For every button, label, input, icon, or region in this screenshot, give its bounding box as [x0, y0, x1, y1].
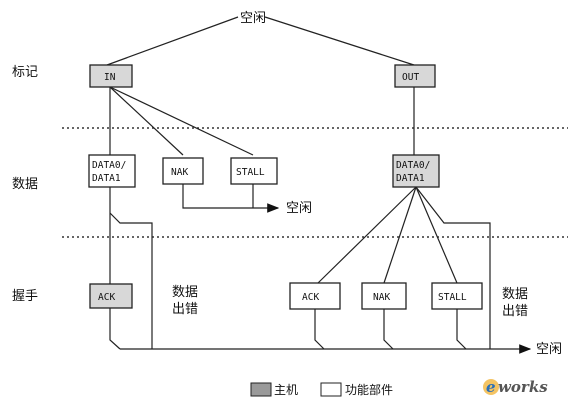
nak-to-idle-arrow [182, 184, 280, 213]
in-ack-box [89, 283, 133, 309]
out-ack-to-bottom-line [314, 309, 325, 350]
idle-to-out-line [264, 16, 415, 66]
in-ack-to-bottom-line [109, 308, 121, 350]
out-data-to-stall-line [415, 186, 458, 284]
data-nak-label: NAK [171, 167, 188, 178]
out-nak-label: NAK [373, 292, 390, 303]
out-data-line1: DATA0/ [396, 160, 430, 171]
stage-token-label: 标记 [12, 65, 38, 80]
in-data-error-line [109, 212, 153, 349]
data-error-right-line2: 出错 [502, 304, 528, 319]
stage-handshake-label: 握手 [12, 289, 38, 304]
out-nak-to-bottom-line [383, 309, 394, 350]
data-idle-label: 空闲 [286, 201, 312, 216]
in-to-nak-line [109, 86, 184, 156]
legend-function-label: 功能部件 [345, 382, 393, 397]
stage-data-label: 数据 [12, 177, 38, 192]
data-nak-box [162, 157, 204, 185]
out-stall-label: STALL [438, 292, 467, 303]
out-stall-to-bottom-line [456, 309, 467, 350]
data-stall-box [230, 157, 278, 185]
in-ack-label: ACK [98, 292, 115, 303]
out-data-packet-box [392, 154, 440, 188]
out-data-to-nak-line [383, 186, 417, 284]
out-data-to-ack-line [317, 186, 417, 284]
e-works-logo-prefix: e [486, 378, 496, 396]
idle-to-in-line [106, 16, 239, 66]
out-data-line2: DATA1 [396, 173, 425, 184]
legend-function-swatch [320, 382, 342, 397]
in-data-line1: DATA0/ [92, 160, 126, 171]
bottom-idle-label: 空闲 [536, 342, 562, 357]
in-data-line2: DATA1 [92, 173, 121, 184]
out-token-label: OUT [402, 72, 419, 83]
e-works-logo: e works [483, 378, 548, 396]
out-ack-label: ACK [302, 292, 319, 303]
out-token-box [394, 64, 436, 88]
in-to-stall-line [109, 86, 254, 156]
data-error-right-line1: 数据 [502, 287, 528, 302]
out-data-error-line [415, 186, 491, 349]
top-idle-label: 空闲 [240, 11, 266, 26]
data-error-left-line2: 出错 [172, 302, 198, 317]
in-data-packet-box [88, 154, 136, 188]
data-error-left-line1: 数据 [172, 285, 198, 300]
data-stall-label: STALL [236, 167, 265, 178]
legend-host-label: 主机 [274, 383, 298, 397]
in-token-label: IN [104, 72, 116, 83]
legend-host-swatch [250, 382, 272, 397]
e-works-logo-suffix: works [498, 378, 548, 396]
